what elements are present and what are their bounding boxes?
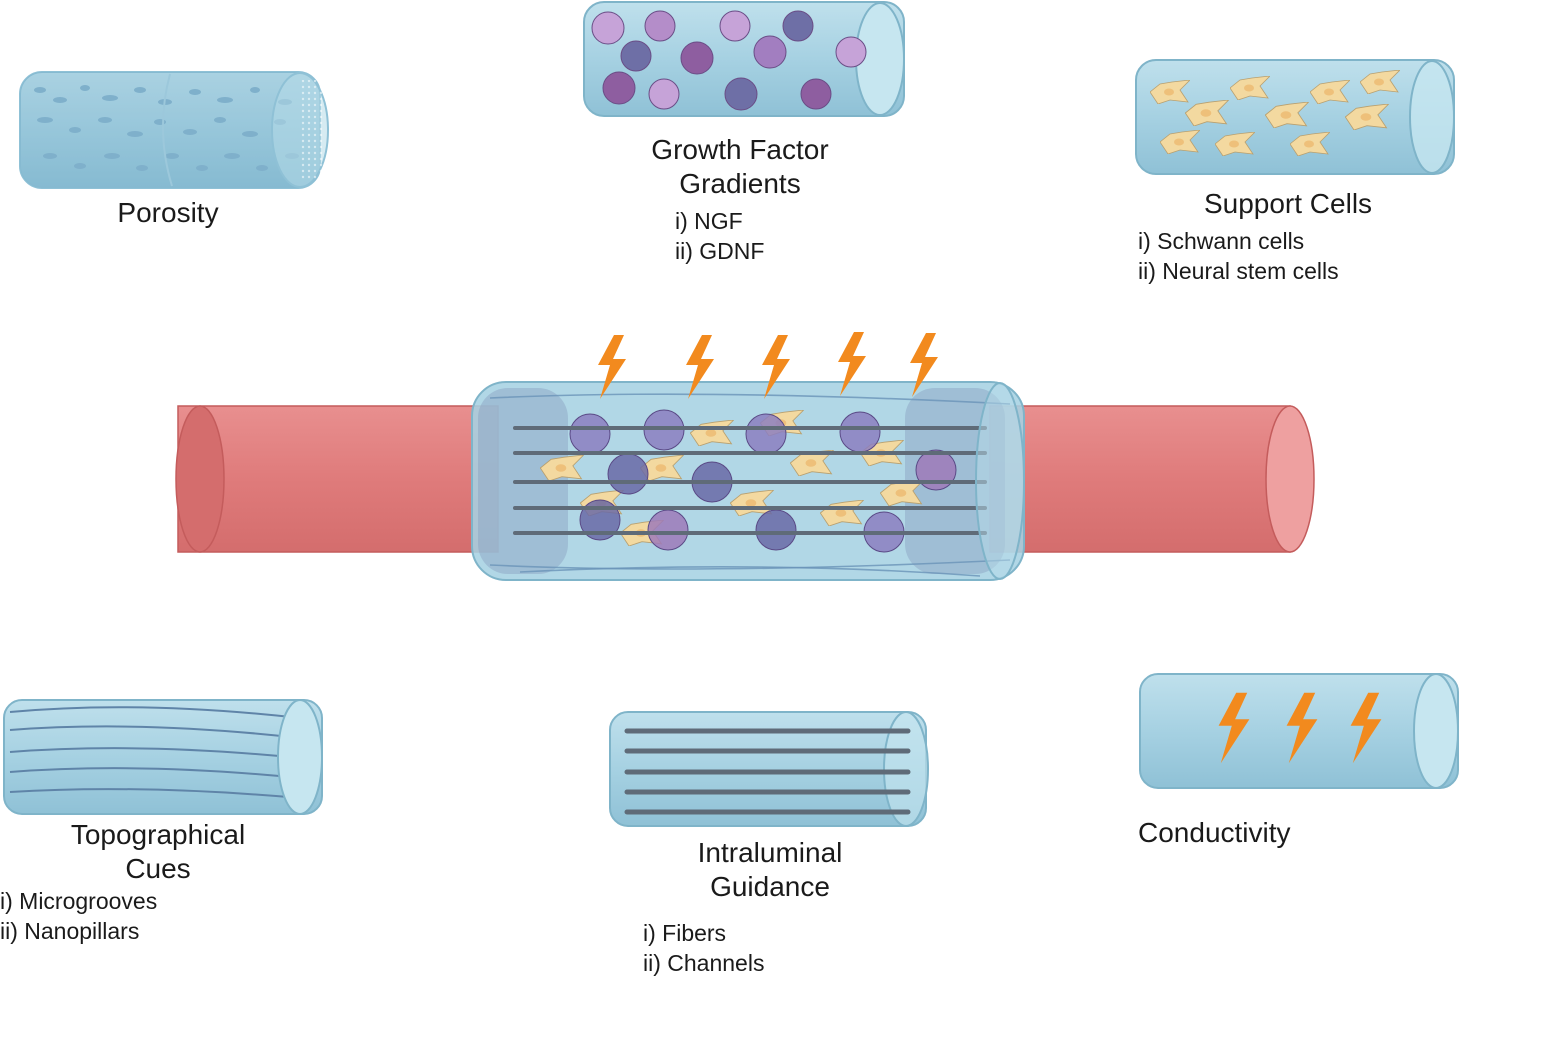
intraluminal-item-channels: ii) Channels (643, 950, 765, 976)
intraluminal-title-line1: Intraluminal (697, 837, 843, 868)
growth-factor-tube-icon (583, 1, 905, 117)
conductivity-title: Conductivity (1138, 817, 1291, 848)
topographical-item-microgrooves: i) Microgrooves (0, 888, 158, 914)
porosity-tube-icon (19, 71, 329, 189)
support-cells-item-nsc: ii) Neural stem cells (1138, 258, 1339, 284)
conductivity-tube-icon (1139, 673, 1459, 789)
topographical-tube-icon (3, 699, 323, 815)
topographical-title-line1: Topographical (70, 819, 246, 850)
topographical-title-line2: Cues (125, 853, 191, 884)
support-cells-title: Support Cells (1203, 188, 1373, 219)
intraluminal-item-fibers: i) Fibers (643, 920, 727, 946)
support-cells-item-schwann: i) Schwann cells (1138, 228, 1305, 254)
central-nerve-conduit-icon (175, 332, 1315, 581)
support-cells-tube-icon (1135, 59, 1455, 175)
intraluminal-tube-icon (609, 711, 929, 827)
intraluminal-title-line2: Guidance (710, 871, 830, 902)
growth-factor-item-ngf: i) NGF (675, 208, 743, 234)
topographical-item-nanopillars: ii) Nanopillars (0, 918, 140, 944)
growth-factor-title-line1: Growth Factor (651, 134, 829, 165)
growth-factor-item-gdnf: ii) GDNF (675, 238, 765, 264)
growth-factor-title-line2: Gradients (679, 168, 801, 199)
porosity-title: Porosity (117, 197, 219, 228)
